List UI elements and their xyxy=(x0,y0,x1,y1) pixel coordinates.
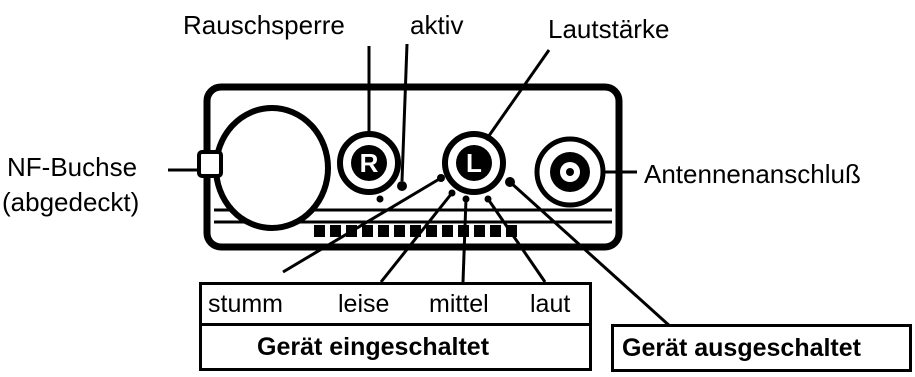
squelch-dot-small xyxy=(376,195,384,203)
volume-knob-inner xyxy=(456,145,492,181)
squelch-active-dot xyxy=(397,181,407,191)
volume-step-mid: mittel xyxy=(429,290,489,318)
leader-low xyxy=(379,192,454,283)
state-on-label: Gerät eingeschaltet xyxy=(257,333,490,361)
state-off-label: Gerät ausgeschaltet xyxy=(622,334,861,362)
label-squelch: Rauschsperre xyxy=(183,10,345,40)
leader-mute xyxy=(282,176,442,274)
volume-step-mute: stumm xyxy=(208,290,283,318)
squelch-knob-inner xyxy=(351,145,387,181)
volume-step-low: leise xyxy=(338,290,390,318)
label-af-jack-line1: NF-Buchse xyxy=(7,152,138,182)
leader-high xyxy=(486,198,547,283)
antenna-connector-pin xyxy=(566,168,574,176)
label-antenna: Antennenanschluß xyxy=(644,159,861,189)
label-active: aktiv xyxy=(410,10,464,40)
af-jack-tab xyxy=(197,150,223,178)
volume-knob-letter: L xyxy=(466,148,482,178)
volume-step-high: laut xyxy=(530,290,571,318)
squelch-knob-letter: R xyxy=(360,148,379,178)
af-jack-cover xyxy=(213,105,331,231)
state-on-box xyxy=(199,323,592,371)
label-volume: Lautstärke xyxy=(548,14,670,44)
state-off-box xyxy=(611,324,912,372)
leader-active xyxy=(400,43,409,182)
leader-lines xyxy=(168,43,674,330)
leader-mid xyxy=(461,198,468,283)
leader-off xyxy=(508,180,674,330)
leader-volume xyxy=(484,49,551,141)
label-af-jack-line2: (abgedeckt) xyxy=(2,187,140,217)
